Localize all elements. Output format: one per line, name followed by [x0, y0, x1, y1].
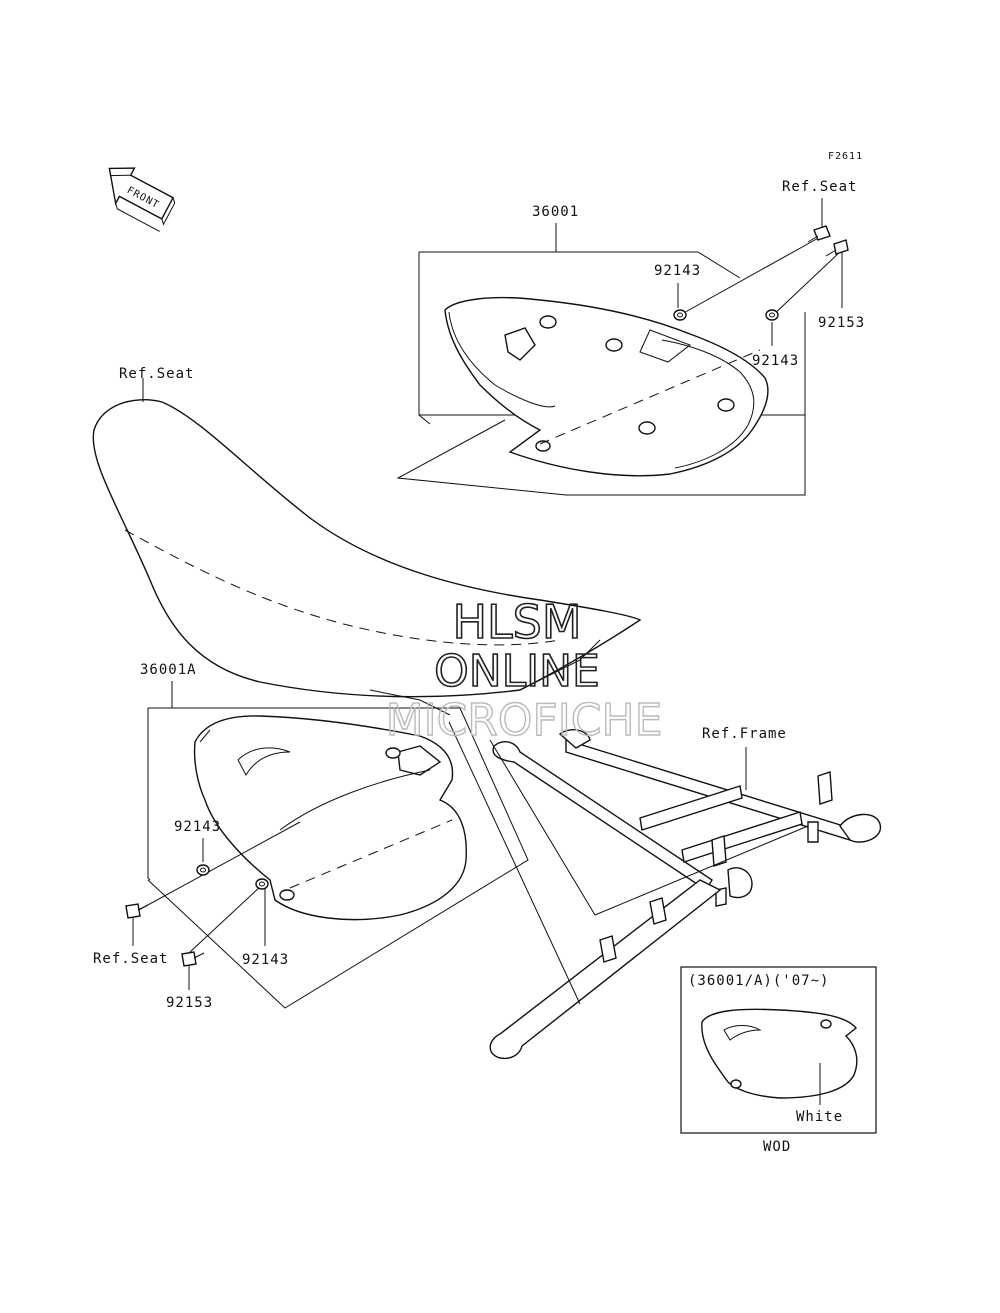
inset-panel: (36001/A)('07~) White — [680, 966, 877, 1134]
side-cover-right — [396, 198, 849, 496]
figure-code: F2611 — [828, 151, 863, 162]
callout-ref-seat-bottom: Ref.Seat — [93, 951, 168, 967]
callout-92153-top: 92153 — [818, 315, 865, 331]
front-arrow-icon: FRONT — [108, 167, 176, 232]
watermark-line3: MICROFICHE — [386, 695, 663, 746]
callout-92143-top-a: 92143 — [654, 263, 701, 279]
callout-36001: 36001 — [532, 204, 579, 220]
washer-icon — [196, 864, 269, 890]
bolt-icon — [125, 903, 205, 967]
callout-92153-left: 92153 — [166, 995, 213, 1011]
rear-frame — [448, 721, 882, 1060]
callout-92143-left-a: 92143 — [174, 819, 221, 835]
callout-92143-top-b: 92143 — [752, 353, 799, 369]
inset-model-code: WOD — [763, 1139, 791, 1155]
seat-outline — [92, 378, 642, 716]
callout-ref-seat-left: Ref.Seat — [119, 366, 194, 382]
side-cover-left — [125, 681, 529, 1009]
callout-36001a: 36001A — [140, 662, 197, 678]
callout-ref-frame: Ref.Frame — [702, 726, 787, 742]
mounting-boss — [504, 315, 735, 452]
callout-92143-left-b: 92143 — [242, 952, 289, 968]
bolt-icon — [807, 225, 849, 257]
inset-title: (36001/A)('07~) — [688, 973, 829, 989]
inset-color-label: White — [796, 1109, 843, 1125]
callout-ref-seat-top: Ref.Seat — [782, 179, 857, 195]
watermark-logo: HLSM ONLINE MICROFICHE — [385, 594, 663, 747]
watermark-line1: HLSM — [452, 595, 581, 649]
washer-icon — [673, 309, 779, 321]
watermark-line2: ONLINE — [434, 646, 600, 697]
